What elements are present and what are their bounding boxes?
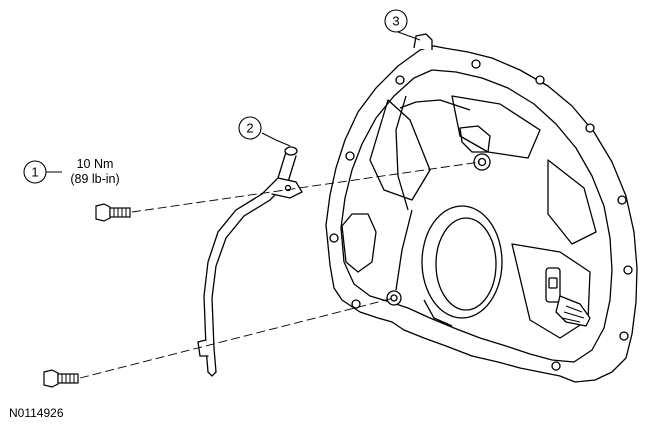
callout-1: 1 bbox=[23, 160, 47, 184]
bolt-lower bbox=[43, 369, 79, 388]
torque-imperial: (89 lb-in) bbox=[70, 172, 120, 186]
callout-leaders bbox=[46, 31, 421, 173]
bolt-upper bbox=[95, 203, 131, 222]
figure-id: N0114926 bbox=[9, 406, 64, 420]
assembly-centerlines bbox=[79, 161, 481, 379]
torque-spec: 10 Nm (89 lb-in) bbox=[60, 157, 130, 187]
torque-metric: 10 Nm bbox=[76, 157, 114, 171]
callout-3-number: 3 bbox=[392, 14, 399, 29]
callout-2-number: 2 bbox=[246, 121, 253, 136]
oil-level-indicator-tube bbox=[197, 146, 303, 377]
callout-1-number: 1 bbox=[31, 165, 38, 180]
rear-cover-plate bbox=[325, 33, 638, 383]
callout-3: 3 bbox=[384, 9, 408, 33]
callout-2: 2 bbox=[238, 116, 262, 140]
